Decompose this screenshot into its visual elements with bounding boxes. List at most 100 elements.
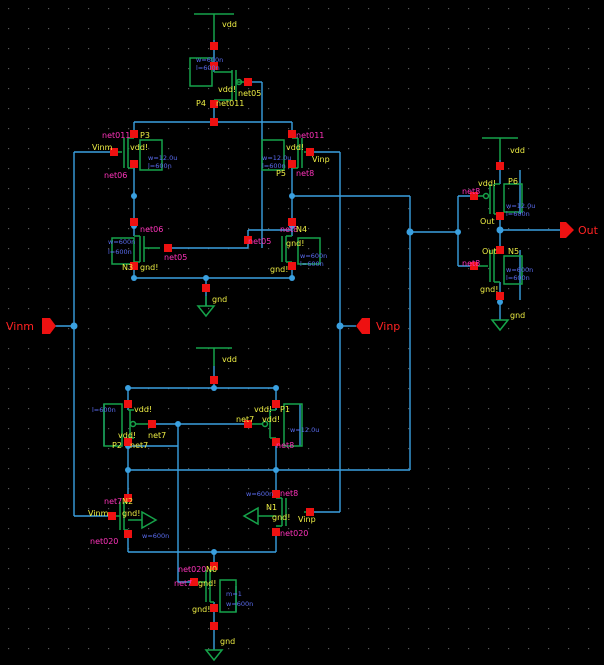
svg-text:w=600n: w=600n — [246, 490, 273, 498]
n5-body-label: gnd! — [480, 285, 498, 294]
svg-text:l=600n: l=600n — [262, 162, 286, 170]
n2-gate-label: Vinm — [88, 509, 109, 518]
net05-label-a: net05 — [164, 253, 187, 262]
svg-text:w=600n: w=600n — [506, 266, 533, 274]
n2-bottom-label: net020 — [90, 537, 118, 546]
n3-name-label: N3 — [122, 263, 133, 272]
p2-gate-label: net7 — [148, 431, 166, 440]
svg-text:l=600n: l=600n — [92, 406, 116, 414]
svg-text:l=600n: l=600n — [506, 274, 530, 282]
svg-text:w=600n: w=600n — [226, 600, 253, 608]
p1-drain-label: net8 — [276, 441, 294, 450]
svg-text:w=12.0u: w=12.0u — [506, 202, 535, 210]
n0-gnd-label: gnd! — [192, 605, 210, 614]
n0-body-label: gnd! — [198, 579, 216, 588]
svg-text:l=600n: l=600n — [300, 260, 324, 268]
vdd-top-label: vdd — [222, 20, 237, 29]
p3-body-label: vdd! — [130, 143, 148, 152]
n1-top-label: net8 — [280, 489, 298, 498]
port-out-label: Out — [578, 224, 599, 237]
gnd-bottom-label: gnd — [220, 637, 235, 646]
p4-drain-label: net011 — [216, 99, 244, 108]
p3-bottom-label: net06 — [104, 171, 127, 180]
n4-body-label: gnd! — [286, 239, 304, 248]
p2-body-label-b: vdd! — [118, 431, 136, 440]
svg-text:l=600n: l=600n — [196, 64, 220, 72]
gnd-mid-symbol — [196, 296, 216, 318]
n4-top-label: net8 — [280, 225, 298, 234]
transistor-n3[interactable] — [111, 235, 160, 265]
n4-gnd-label: gnd! — [270, 265, 288, 274]
n4-name-label: N4 — [296, 225, 307, 234]
p3-left-label: net011 — [102, 131, 130, 140]
port-out[interactable]: Out — [560, 222, 599, 238]
vdd-out-symbol — [482, 137, 518, 160]
p2-drain-label: net7 — [130, 441, 148, 450]
vdd-mid-symbol — [196, 347, 232, 366]
p1-name-label: P1 — [280, 405, 290, 414]
p4-name-label: P4 — [196, 99, 206, 108]
n3-top-label: net06 — [140, 225, 163, 234]
p3-name-label: P3 — [140, 131, 150, 140]
n5-gate-label: net8 — [462, 259, 480, 268]
p1-body-label-b: vdd! — [262, 415, 280, 424]
svg-text:l=600n: l=600n — [148, 162, 172, 170]
svg-text:w=600n: w=600n — [142, 532, 169, 540]
transistor-p5[interactable] — [261, 137, 314, 171]
n0-name-label: N0 — [206, 565, 217, 574]
svg-text:w=600n: w=600n — [300, 252, 327, 260]
p5-gate-label: Vinp — [312, 155, 330, 164]
p2-name-label: P2 — [112, 441, 122, 450]
n2-body-label: gnd! — [122, 509, 140, 518]
p6-drain-label: Out — [480, 217, 495, 226]
n5-top-label: Out — [482, 247, 497, 256]
transistor-n5[interactable] — [478, 249, 523, 285]
port-vinp[interactable]: Vinp — [356, 318, 400, 334]
vdd-mid-label: vdd — [222, 355, 237, 364]
svg-text:l=600n: l=600n — [506, 210, 530, 218]
p2-body-label: vdd! — [134, 405, 152, 414]
n1-name-label: N1 — [266, 503, 277, 512]
net05-label-b: net05 — [248, 237, 271, 246]
p4-body-label: vdd! — [218, 85, 236, 94]
svg-text:w=600n: w=600n — [108, 238, 135, 246]
gnd-bottom-symbol — [204, 649, 224, 662]
svg-text:m=1: m=1 — [226, 590, 242, 598]
devices — [103, 13, 523, 662]
gnd-out-label: gnd — [510, 311, 525, 320]
n0-top-label: net020 — [178, 565, 206, 574]
p5-body-label: vdd! — [286, 143, 304, 152]
svg-text:w=600n: w=600n — [196, 56, 223, 64]
transistor-p6[interactable] — [478, 183, 523, 215]
svg-text:l=600n: l=600n — [108, 248, 132, 256]
port-vinm[interactable]: Vinm — [6, 318, 56, 334]
n2-top-label: net7 — [104, 497, 122, 506]
n1-gate-label: Vinp — [298, 515, 316, 524]
p5-right-label: net011 — [296, 131, 324, 140]
p4-gate-label: net05 — [238, 89, 261, 98]
p6-body-label: vdd! — [478, 179, 496, 188]
n1-body-label: gnd! — [272, 513, 290, 522]
n5-name-label: N5 — [508, 247, 519, 256]
transistor-n0[interactable] — [196, 569, 237, 613]
n0-gate-label: net7 — [174, 579, 192, 588]
gnd-out-symbol — [490, 319, 510, 332]
vdd-out-label: vdd — [510, 146, 525, 155]
p6-name-label: P6 — [508, 177, 518, 186]
svg-text:w=12.0u: w=12.0u — [148, 154, 177, 162]
svg-text:w=12.0u: w=12.0u — [262, 154, 291, 162]
n2-name-label: N2 — [122, 497, 133, 506]
p5-bottom-label: net8 — [296, 169, 314, 178]
port-vinp-label: Vinp — [376, 320, 400, 333]
p1-gate-label: net7 — [236, 415, 254, 424]
vdd-top-symbol — [194, 13, 234, 40]
p1-body-label: vdd! — [254, 405, 272, 414]
p5-name-label: P5 — [276, 169, 286, 178]
gnd-mid-label: gnd — [212, 295, 227, 304]
n3-body-label: gnd! — [140, 263, 158, 272]
net8-label-a: net8 — [462, 187, 480, 196]
transistor-n4[interactable] — [281, 235, 321, 265]
pins — [108, 42, 504, 630]
